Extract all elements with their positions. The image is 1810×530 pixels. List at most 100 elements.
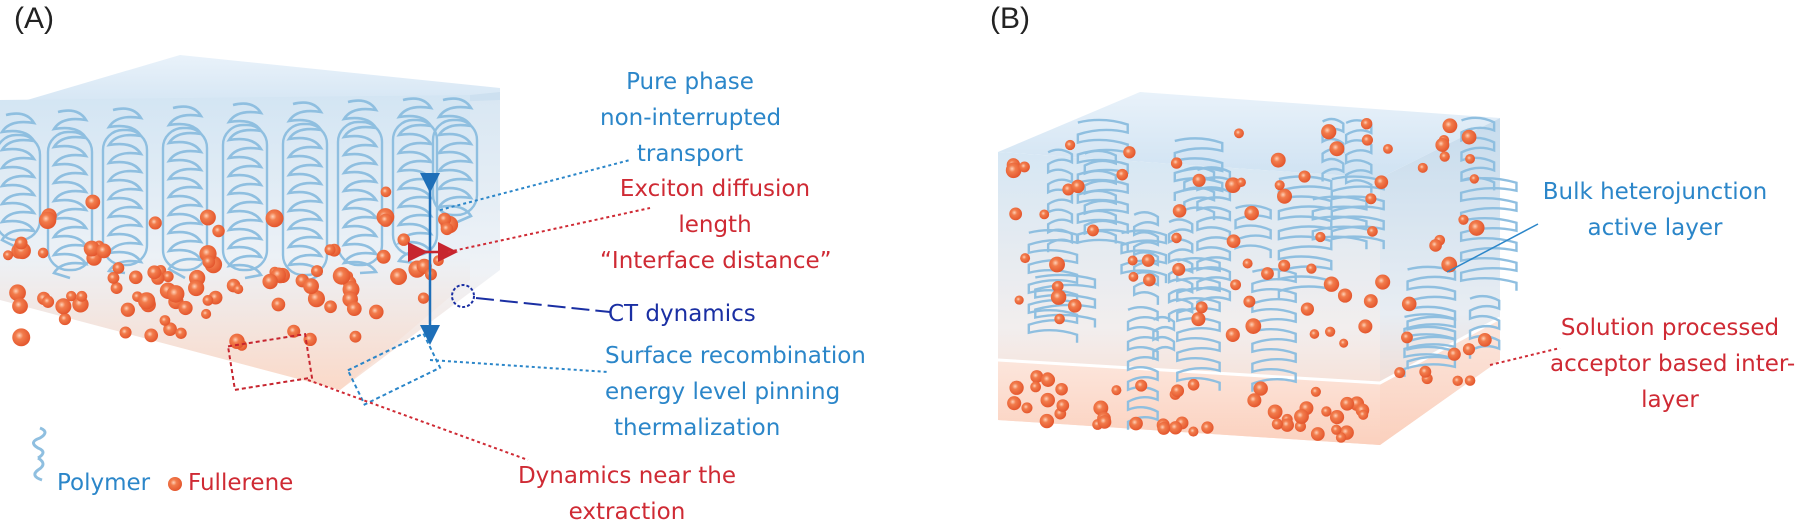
fullerene-ball (1007, 396, 1022, 411)
fullerene-ball (138, 292, 156, 310)
fullerene-ball (1030, 370, 1044, 384)
fullerene-ball (55, 298, 72, 315)
exciton-line-2: length (678, 212, 752, 238)
fullerene-ball (1245, 318, 1262, 334)
fullerene-ball (128, 270, 143, 285)
interlayer-line-3: layer (1641, 387, 1699, 413)
fullerene-ball (1226, 234, 1241, 249)
fullerene-ball (265, 209, 284, 228)
fullerene-ball (1253, 381, 1268, 396)
fullerene-ball (1247, 393, 1262, 408)
fullerene-ball (1188, 426, 1199, 437)
panel-a-fullerene-balls (3, 186, 459, 351)
fullerene-ball (379, 213, 393, 227)
panel-a-annotations (226, 159, 651, 461)
extraction-line-1: Dynamics near the (517, 463, 737, 489)
fullerene-ball (1244, 205, 1259, 221)
fullerene-ball (1461, 129, 1477, 145)
fullerene-ball (110, 282, 123, 295)
fullerene-ball (147, 265, 162, 280)
fullerene-ball (433, 255, 444, 266)
pure-phase-label: Pure phase non-interrupted transport (600, 64, 781, 172)
pure-phase-leader (439, 159, 631, 211)
fullerene-ball (58, 313, 71, 326)
fullerene-ball (1298, 170, 1311, 183)
fullerene-ball (83, 240, 100, 257)
fullerene-ball (287, 324, 301, 338)
fullerene-ball (1429, 239, 1442, 252)
fullerene-ball (369, 304, 384, 320)
fullerene-ball (1419, 365, 1432, 378)
exciton-line-1: Exciton diffusion (619, 176, 811, 202)
fullerene-ball (1329, 410, 1345, 425)
bulk-line-2: active layer (1587, 215, 1723, 241)
interlayer-line-2: acceptor based inter- (1550, 351, 1796, 377)
ct-circle-marker (451, 284, 475, 308)
fullerene-ball (1462, 343, 1476, 356)
legend-fullerene: Fullerene (188, 470, 294, 496)
fullerene-ball (175, 327, 187, 339)
fullerene-ball (1310, 386, 1321, 397)
fullerene-ball (1363, 294, 1378, 309)
fullerene-ball (233, 284, 244, 295)
fullerene-ball (1401, 331, 1413, 344)
fullerene-ball (112, 262, 125, 274)
fullerene-ball (85, 194, 101, 210)
pure-phase-line-1: Pure phase (626, 69, 754, 95)
polymer-chain (1027, 229, 1079, 343)
fullerene-ball (440, 222, 454, 236)
fullerene-ball (1067, 298, 1082, 313)
surface-line-3: thermalization (614, 415, 781, 441)
interlayer-line-1: Solution processed (1560, 315, 1780, 341)
fullerene-ball (1129, 416, 1143, 431)
polymer-domain-outline (221, 123, 269, 272)
fullerene-ball (1452, 375, 1463, 387)
fullerene-ball (1274, 180, 1285, 191)
fullerene-ball (144, 328, 159, 343)
fullerene-ball (1277, 188, 1293, 204)
fullerene-ball (1340, 396, 1355, 411)
fullerene-ball (1127, 255, 1138, 266)
exciton-line-3: “Interface distance” (600, 248, 832, 274)
polymer-chain (1234, 204, 1272, 259)
polymer-domain-outline (101, 128, 149, 267)
fullerene-ball (1464, 375, 1476, 386)
polymer-chain (1406, 265, 1457, 370)
bulk-line-1: Bulk heterojunction (1542, 179, 1768, 205)
polymer-chain (226, 102, 264, 280)
fullerene-ball (1324, 326, 1336, 337)
fullerene-ball (1339, 338, 1349, 348)
fullerene-ball (1442, 118, 1458, 134)
fullerene-ball (1056, 399, 1070, 412)
fullerene-ball (324, 300, 337, 314)
fullerene-ball (229, 333, 245, 349)
polymer-chain (0, 112, 37, 250)
fullerene-ball (1375, 274, 1391, 290)
fullerene-ball (1142, 273, 1156, 287)
fullerene-ball (148, 216, 162, 230)
fullerene-ball (1172, 204, 1187, 218)
polymer-chain (1120, 229, 1168, 284)
fullerene-ball (96, 243, 112, 259)
fullerene-ball (307, 290, 325, 308)
fullerene-ball (107, 271, 120, 284)
polymer-chain (1034, 273, 1097, 328)
fullerene-ball (1021, 402, 1033, 414)
extraction-line-2: extraction (568, 499, 686, 525)
fullerene-ball (1064, 139, 1076, 151)
fullerene-ball (1337, 288, 1353, 303)
fullerene-ball (1361, 134, 1373, 146)
polymer-chain (1083, 149, 1118, 244)
fullerene-ball (1225, 327, 1240, 342)
fullerene-legend-icon (168, 477, 182, 491)
fullerene-ball (1271, 418, 1283, 430)
fullerene-ball (1435, 137, 1450, 152)
interlayer-edge (997, 316, 1501, 385)
fullerene-ball (1306, 263, 1317, 274)
fullerene-ball (9, 284, 26, 302)
fullerene-ball (1230, 279, 1242, 291)
fullerene-ball (76, 290, 88, 302)
polymer-chain (1460, 116, 1496, 191)
fullerene-ball (1040, 392, 1055, 408)
fullerene-ball (1294, 409, 1309, 424)
